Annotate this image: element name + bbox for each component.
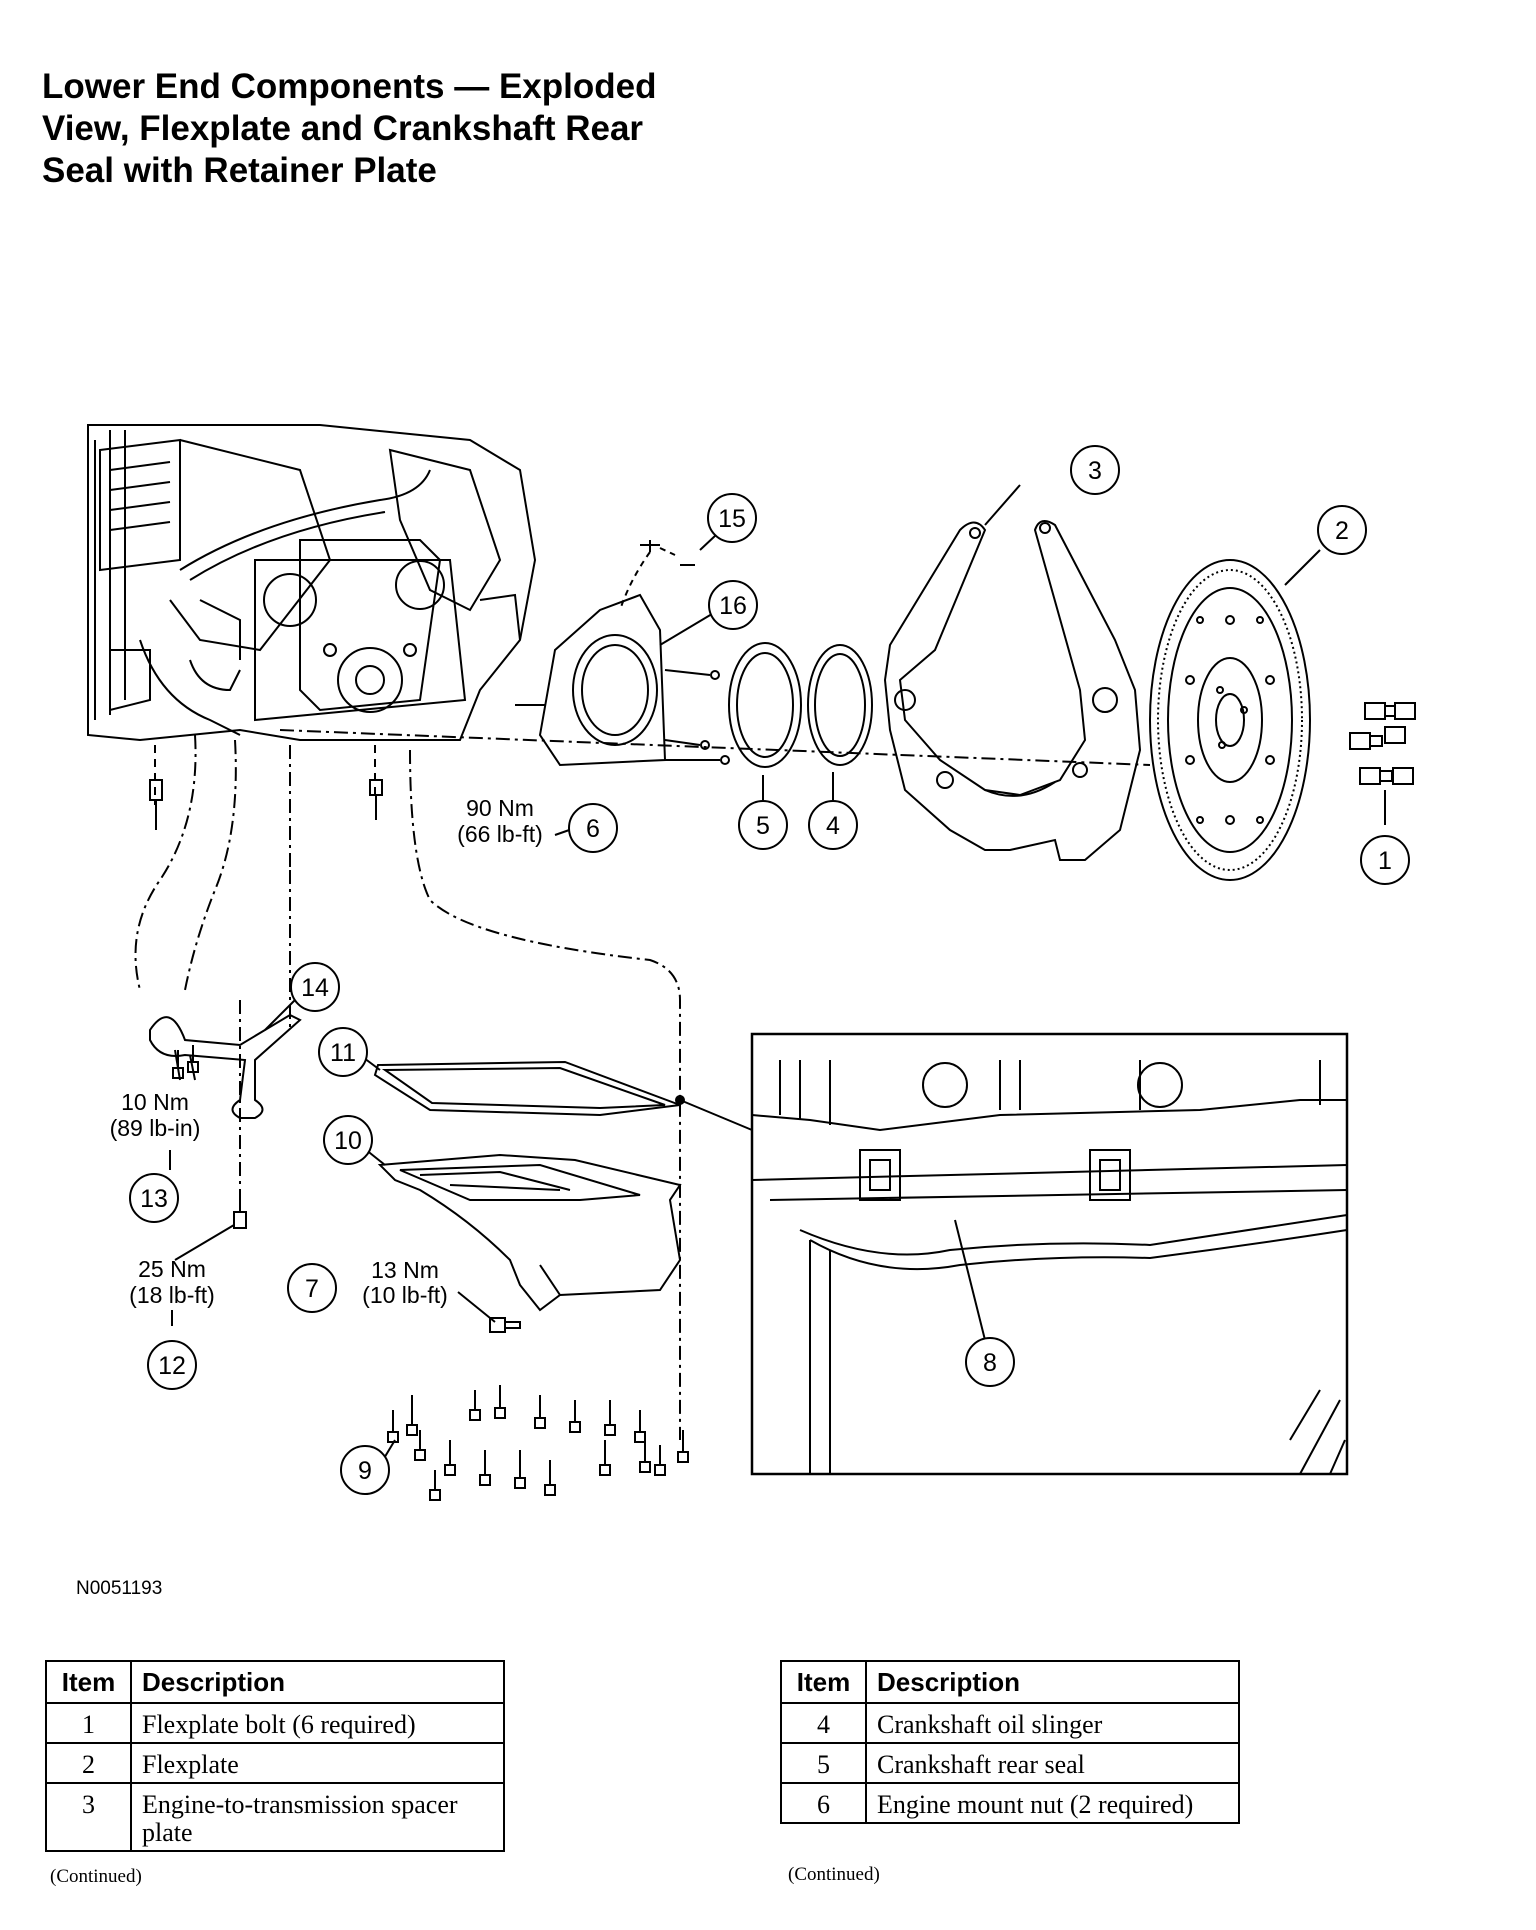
column-header-description: Description xyxy=(865,1660,1240,1704)
table-row: 6 Engine mount nut (2 required) xyxy=(780,1782,1240,1824)
torque-7-nm: 13 Nm xyxy=(371,1257,439,1283)
column-header-item: Item xyxy=(780,1660,867,1704)
torque-6-nm: 90 Nm xyxy=(466,795,534,821)
callout-1 xyxy=(1360,835,1410,885)
table-row: 4 Crankshaft oil slinger xyxy=(780,1702,1240,1744)
item-number: 1 xyxy=(45,1702,132,1744)
table-row: 3 Engine-to-transmission spacer plate xyxy=(45,1782,505,1852)
table-header-row: Item Description xyxy=(45,1660,505,1704)
callout-13 xyxy=(129,1173,179,1223)
title-line-1: Lower End Components — Exploded xyxy=(42,67,657,106)
item-description: Flexplate bolt (6 required) xyxy=(130,1702,505,1744)
callout-label-8: 8 xyxy=(983,1349,997,1377)
callout-10 xyxy=(323,1115,373,1165)
callout-label-14: 14 xyxy=(301,974,329,1002)
drain-plug xyxy=(489,1317,521,1333)
title-line-3: Seal with Retainer Plate xyxy=(42,151,437,190)
callout-7 xyxy=(287,1263,337,1313)
callout-label-10: 10 xyxy=(334,1127,362,1155)
callout-label-7: 7 xyxy=(305,1275,319,1303)
callout-4 xyxy=(808,800,858,850)
column-header-description: Description xyxy=(130,1660,505,1704)
item-number: 3 xyxy=(45,1782,132,1852)
crankshaft-oil-slinger xyxy=(807,644,873,766)
callout-label-4: 4 xyxy=(826,812,840,840)
callout-label-11: 11 xyxy=(330,1039,356,1067)
item-table-left: Item Description 1 Flexplate bolt (6 req… xyxy=(45,1660,505,1852)
torque-6-lbft: (66 lb-ft) xyxy=(457,821,543,847)
engine-transmission-spacer-plate xyxy=(883,520,1142,861)
column-header-item: Item xyxy=(45,1660,132,1704)
item-description: Engine mount nut (2 required) xyxy=(865,1782,1240,1824)
oil-pan xyxy=(377,1153,682,1312)
callout-label-9: 9 xyxy=(358,1457,372,1485)
callout-8 xyxy=(965,1337,1015,1387)
torque-13-lbin: (89 lb-in) xyxy=(110,1115,201,1141)
callout-12 xyxy=(147,1340,197,1390)
title-line-2: View, Flexplate and Crankshaft Rear xyxy=(42,109,644,148)
callout-2 xyxy=(1317,505,1367,555)
callout-label-15: 15 xyxy=(718,505,746,533)
table-row: 2 Flexplate xyxy=(45,1742,505,1784)
callout-5 xyxy=(738,800,788,850)
callout-label-3: 3 xyxy=(1088,457,1102,485)
callout-9 xyxy=(340,1445,390,1495)
table-header-row: Item Description xyxy=(780,1660,1240,1704)
torque-12-nm: 25 Nm xyxy=(138,1256,206,1282)
item-number: 4 xyxy=(780,1702,867,1744)
flexplate xyxy=(1149,559,1311,881)
callout-16 xyxy=(708,580,758,630)
detail-inset-box xyxy=(679,1032,1349,1476)
table-row: 1 Flexplate bolt (6 required) xyxy=(45,1702,505,1744)
callout-6 xyxy=(568,803,618,853)
item-number: 6 xyxy=(780,1782,867,1824)
item-description: Crankshaft oil slinger xyxy=(865,1702,1240,1744)
oil-pan-bolts xyxy=(387,1385,689,1501)
item-number: 5 xyxy=(780,1742,867,1784)
torque-13-nm: 10 Nm xyxy=(121,1089,189,1115)
figure-id: N0051193 xyxy=(76,1578,163,1599)
item-table-right: Item Description 4 Crankshaft oil slinge… xyxy=(780,1660,1240,1824)
callout-11 xyxy=(318,1027,368,1077)
callout-15 xyxy=(707,493,757,543)
callout-label-5: 5 xyxy=(756,812,770,840)
torque-12-lbft: (18 lb-ft) xyxy=(129,1282,215,1308)
callout-label-6: 6 xyxy=(586,815,600,843)
item-description: Engine-to-transmission spacer plate xyxy=(130,1782,505,1852)
callout-3 xyxy=(1070,445,1120,495)
callout-label-13: 13 xyxy=(140,1185,168,1213)
flexplate-bolts xyxy=(1349,702,1416,785)
seal-retainer-plate xyxy=(515,593,730,767)
callout-label-12: 12 xyxy=(158,1352,186,1380)
callout-label-16: 16 xyxy=(719,592,747,620)
engine-block-illustration xyxy=(87,424,537,742)
callout-14 xyxy=(290,962,340,1012)
crankshaft-rear-seal xyxy=(728,642,802,768)
item-description: Flexplate xyxy=(130,1742,505,1784)
torque-7-lbft: (10 lb-ft) xyxy=(362,1282,448,1308)
continued-note-left: (Continued) xyxy=(50,1866,142,1887)
table-row: 5 Crankshaft rear seal xyxy=(780,1742,1240,1784)
callout-label-1: 1 xyxy=(1378,847,1392,875)
callout-label-2: 2 xyxy=(1335,517,1349,545)
oil-pan-gasket xyxy=(373,1060,681,1117)
item-description: Crankshaft rear seal xyxy=(865,1742,1240,1784)
continued-note-right: (Continued) xyxy=(788,1864,880,1885)
item-number: 2 xyxy=(45,1742,132,1784)
page-title: Lower End Components — Exploded View, Fl… xyxy=(42,66,722,192)
engine-mount-stud xyxy=(149,779,383,830)
